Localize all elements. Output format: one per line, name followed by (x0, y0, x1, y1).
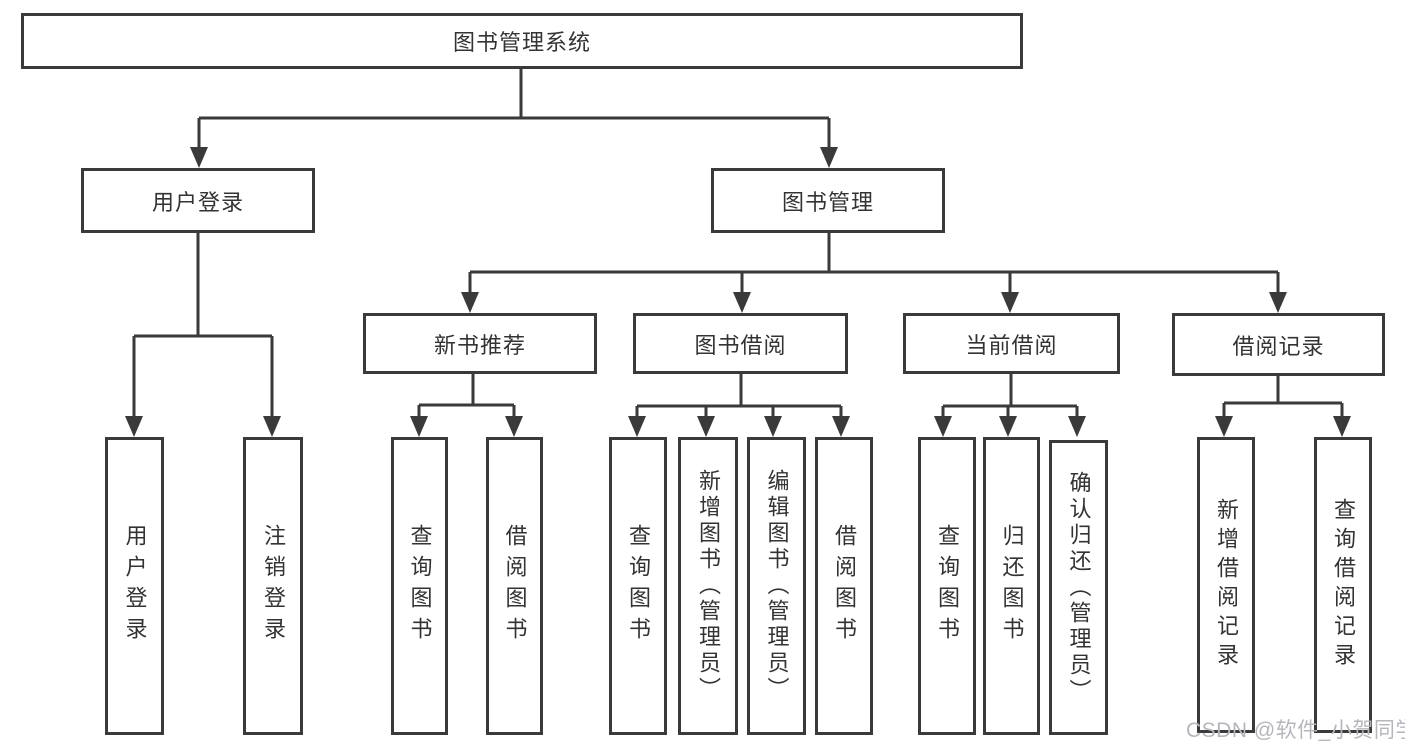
arrow-down-icon (628, 416, 646, 437)
arrow-down-icon (1269, 292, 1287, 313)
leaf-nbr-borrow-books: 借阅图书 (486, 437, 543, 735)
node-label: 图书管理 (781, 189, 874, 215)
leaf-label: 注销登录 (261, 524, 286, 648)
arrow-down-icon (263, 416, 281, 437)
leaf-label: 查询图书 (626, 524, 651, 648)
arrowheads (125, 147, 1351, 437)
leaf-label: 查询图书 (935, 524, 960, 648)
leaf-br-query-record: 查询借阅记录 (1314, 437, 1372, 733)
arrow-down-icon (125, 416, 143, 437)
arrow-down-icon (1215, 416, 1233, 437)
leaf-bb-borrow-books: 借阅图书 (815, 437, 873, 735)
node-label: 图书借阅 (694, 332, 787, 358)
leaf-cb-return-books: 归还图书 (983, 437, 1040, 735)
leaf-label: 归还图书 (999, 524, 1025, 648)
node-new-book-recommend: 新书推荐 (363, 313, 597, 374)
leaf-label: 借阅图书 (832, 524, 857, 648)
leaf-label: 新增借阅记录 (1214, 498, 1239, 672)
arrow-down-icon (697, 416, 715, 437)
arrow-down-icon (410, 416, 428, 437)
leaf-logout: 注销登录 (243, 437, 303, 735)
node-root-system: 图书管理系统 (21, 13, 1023, 69)
leaf-nbr-query-books: 查询图书 (391, 437, 448, 735)
arrow-down-icon (832, 416, 850, 437)
arrow-down-icon (934, 416, 952, 437)
node-current-borrow: 当前借阅 (903, 313, 1120, 374)
leaf-label: 用户登录 (122, 524, 148, 648)
leaf-br-add-record: 新增借阅记录 (1197, 437, 1255, 733)
arrow-down-icon (1068, 416, 1086, 437)
arrow-down-icon (1001, 292, 1019, 313)
leaf-cb-query-books: 查询图书 (918, 437, 976, 735)
csdn-watermark: CSDN @软件_小贺同学 (1186, 719, 1405, 742)
node-label: 当前借阅 (965, 332, 1058, 358)
arrow-down-icon (733, 292, 751, 313)
node-borrow-records: 借阅记录 (1172, 313, 1385, 376)
connector-lines (132, 69, 1344, 419)
arrow-down-icon (999, 416, 1017, 437)
arrow-down-icon (190, 147, 208, 168)
node-book-borrow: 图书借阅 (633, 313, 848, 374)
leaf-label: 查询图书 (407, 524, 433, 648)
node-book-management-branch: 图书管理 (711, 168, 945, 233)
leaf-bb-add-books-admin: 新增图书（管理员） (678, 437, 738, 735)
leaf-label: 新增图书（管理员） (696, 469, 721, 703)
leaf-user-login: 用户登录 (105, 437, 164, 735)
leaf-bb-edit-books-admin: 编辑图书（管理员） (747, 437, 806, 735)
leaf-cb-confirm-return-admin: 确认归还（管理员） (1049, 440, 1108, 735)
node-label: 借阅记录 (1232, 333, 1325, 359)
leaf-label: 借阅图书 (502, 524, 528, 648)
leaf-label: 编辑图书（管理员） (764, 469, 790, 703)
node-user-login-branch: 用户登录 (81, 168, 315, 233)
arrow-down-icon (820, 147, 838, 168)
node-label: 用户登录 (151, 189, 244, 215)
leaf-bb-query-books: 查询图书 (609, 437, 667, 735)
arrow-down-icon (764, 416, 782, 437)
arrow-down-icon (461, 292, 479, 313)
arrow-down-icon (505, 416, 523, 437)
leaf-label: 查询借阅记录 (1331, 498, 1356, 672)
node-label: 新书推荐 (433, 332, 526, 358)
leaf-label: 确认归还（管理员） (1066, 470, 1092, 705)
node-root-label: 图书管理系统 (452, 30, 591, 55)
arrow-down-icon (1333, 416, 1351, 437)
